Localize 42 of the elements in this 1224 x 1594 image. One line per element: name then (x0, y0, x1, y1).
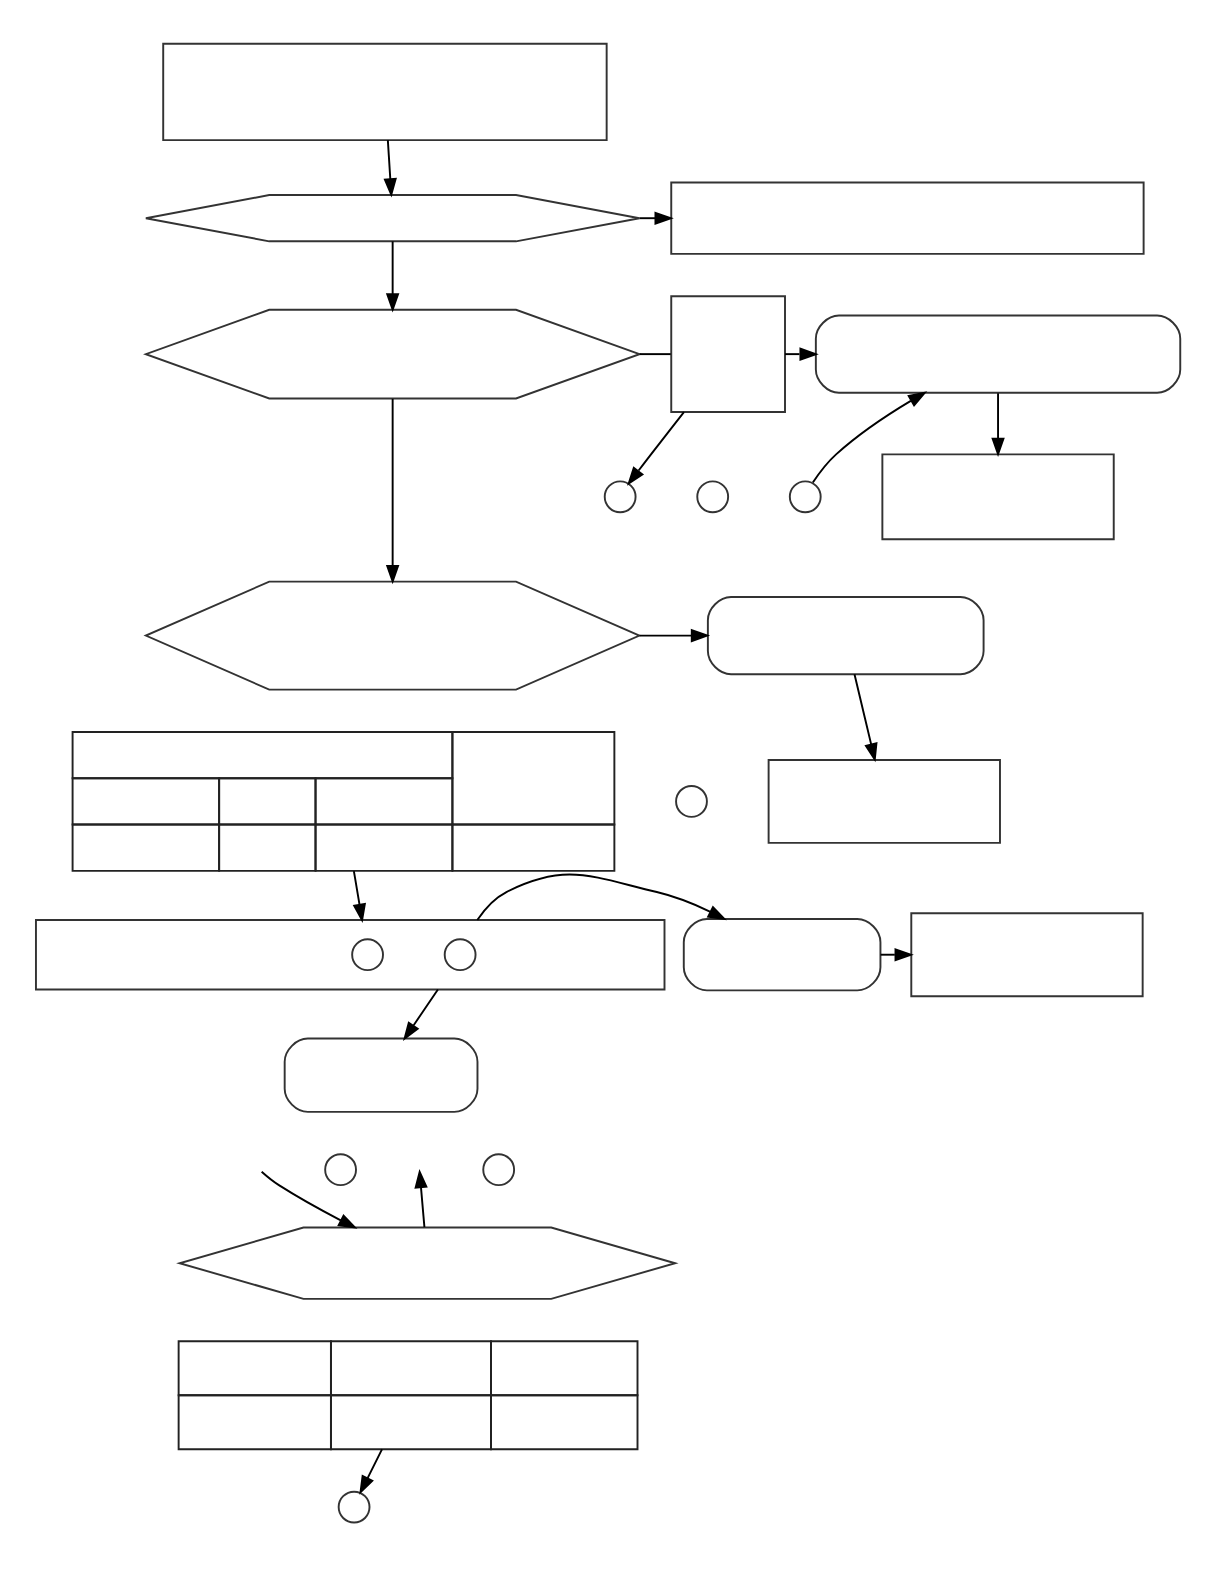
arrow (638, 628, 711, 643)
cluster (35, 919, 666, 991)
node-stadium (682, 918, 882, 992)
arrow (879, 947, 914, 962)
node-circle (482, 1153, 516, 1187)
arrow (359, 1448, 383, 1495)
node-stadium (814, 314, 1182, 394)
node-circle (443, 938, 477, 972)
node-stadium (283, 1037, 479, 1113)
node-circle (696, 480, 730, 514)
arrow (385, 397, 400, 585)
node-hexagon (144, 194, 641, 243)
node-circle (788, 480, 822, 514)
node-circle (324, 1153, 357, 1187)
arrow (260, 1170, 358, 1229)
node-box (670, 181, 1145, 255)
arrow (784, 347, 819, 361)
arrow (385, 240, 400, 313)
node-circle (337, 1490, 371, 1524)
node-circle (603, 480, 637, 514)
arrow (638, 211, 674, 225)
node-box (881, 453, 1115, 541)
arrow (383, 139, 397, 198)
node-circle (675, 785, 708, 818)
arrow (476, 873, 727, 921)
connector (638, 353, 672, 356)
node-hexagon (176, 1226, 679, 1300)
arrow (853, 673, 878, 763)
node-box (162, 42, 608, 142)
node-stadium (706, 596, 985, 676)
node-hexagon (143, 308, 643, 400)
arrow (991, 392, 1005, 458)
node-box (910, 912, 1144, 998)
node-box (767, 759, 1001, 844)
node-circle (351, 938, 384, 972)
arrow (627, 411, 685, 486)
node-hexagon (143, 580, 642, 691)
arrow (402, 988, 439, 1041)
node-box (670, 295, 786, 413)
arrow (414, 1168, 428, 1229)
arrow (352, 870, 367, 923)
arrow (811, 391, 928, 484)
